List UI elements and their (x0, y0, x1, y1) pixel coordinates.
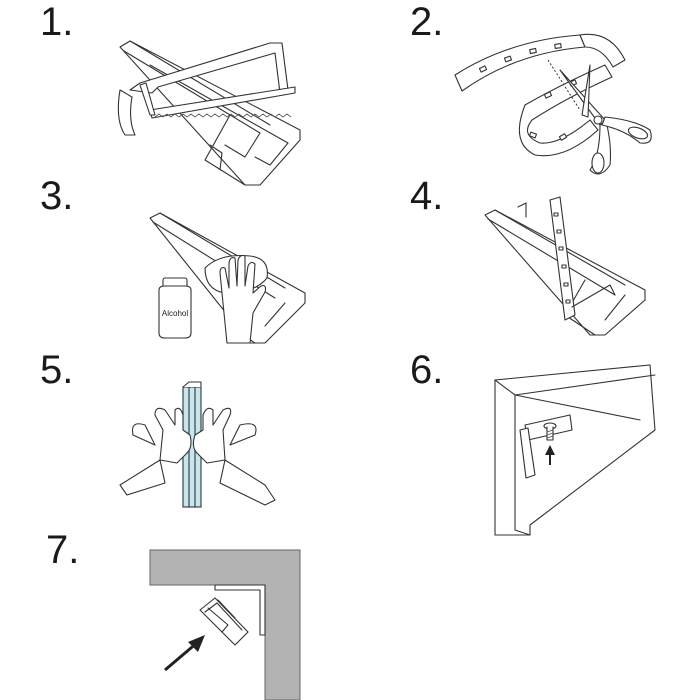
corner-profile (199, 584, 266, 646)
arrow-up-icon (545, 445, 555, 465)
screw-icon (543, 422, 557, 441)
step-2-scissors-illustration (454, 33, 652, 175)
scissors-icon (547, 59, 652, 175)
step-5-diffuser-illustration (119, 381, 276, 508)
frame (494, 364, 656, 536)
step-6-number: 6. (410, 348, 444, 392)
step-6-mounting-illustration (494, 364, 656, 536)
wall-corner (149, 549, 301, 700)
step-7-corner-illustration (149, 549, 301, 700)
step-4-strip-insert-illustration (484, 196, 646, 336)
step-3-number: 3. (40, 174, 74, 218)
alcohol-label: Alcohol (162, 309, 188, 318)
step-7-number: 7. (46, 528, 80, 572)
step-5-number: 5. (40, 348, 74, 392)
arrow-icon (164, 635, 205, 672)
step-2-number: 2. (410, 0, 444, 44)
step-1-saw-illustration (117, 40, 301, 186)
step-1-number: 1. (40, 0, 74, 44)
led-strip (549, 196, 616, 321)
left-hand-icon (119, 407, 192, 496)
step-3-cleaning-illustration: Alcohol (149, 212, 306, 344)
hacksaw-icon (117, 42, 296, 136)
hand-icon (219, 254, 267, 344)
step-4-number: 4. (410, 174, 444, 218)
right-hand-icon (192, 407, 276, 506)
alcohol-bottle-icon: Alcohol (158, 277, 192, 339)
